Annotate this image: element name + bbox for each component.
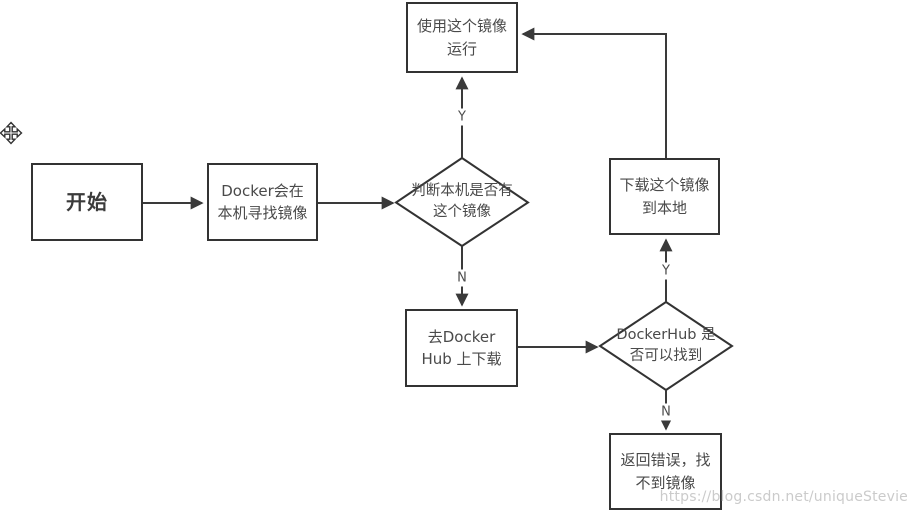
node-use-image: 使用这个镜像 运行 [406,2,518,73]
node-error-label: 返回错误，找 不到镜像 [620,451,711,492]
node-error: 返回错误，找 不到镜像 [609,433,722,510]
edge-download-to-useimage [521,27,667,158]
node-start-label: 开始 [66,190,108,214]
edge-label-local-yes: Y [454,108,470,126]
node-find-local: Docker会在 本机寻找镜像 [207,163,318,241]
edge-label-hub-yes: Y [658,262,674,280]
watermark-url: https://blog.csdn.net/uniqueStevie [659,489,908,505]
node-download-image-label: 下载这个镜像 到本地 [619,176,710,217]
node-download-image: 下载这个镜像 到本地 [609,158,720,235]
edge-label-hub-no: N [657,403,675,421]
node-go-dockerhub: 去Docker Hub 上下载 [405,309,518,387]
node-start: 开始 [31,163,143,241]
move-cursor-icon [0,121,23,145]
edge-label-local-no: N [453,269,471,287]
node-use-image-label: 使用这个镜像 运行 [416,17,507,58]
decision-local-diamond [394,156,530,248]
node-go-dockerhub-label: 去Docker Hub 上下载 [421,327,502,369]
decision-hub-diamond [598,300,734,392]
node-find-local-label: Docker会在 本机寻找镜像 [217,181,308,223]
